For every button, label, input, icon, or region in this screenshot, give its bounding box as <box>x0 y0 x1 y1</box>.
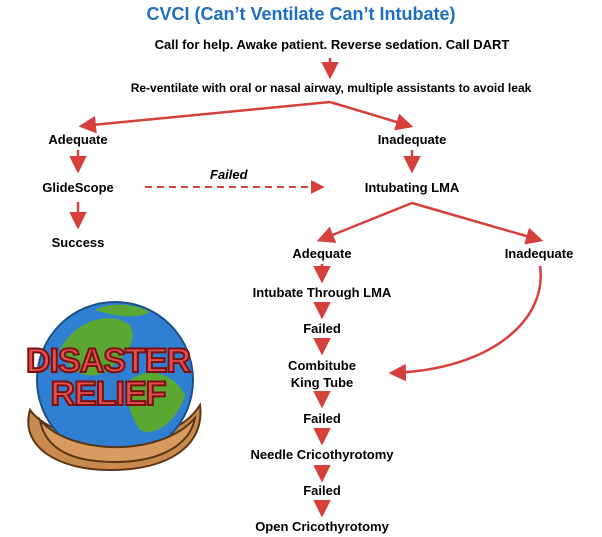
needle-cricothyrotomy: Needle Cricothyrotomy <box>250 447 394 462</box>
failed-node-2: Failed <box>303 411 341 426</box>
glidescope-node: GlideScope <box>42 180 114 195</box>
globe-in-hands-icon <box>27 301 202 472</box>
diagram-title: CVCI (Can’t Ventilate Can’t Intubate) <box>146 4 456 24</box>
step-reventilate: Re-ventilate with oral or nasal airway, … <box>130 81 532 95</box>
arrow-to-left-adequate <box>78 100 331 134</box>
lma-inadequate: Inadequate <box>504 246 574 261</box>
combitube-node: Combitube <box>288 358 356 373</box>
arrow-lma-adequate <box>316 201 413 243</box>
failed-node-1: Failed <box>303 321 341 336</box>
lma-adequate: Adequate <box>292 246 352 261</box>
success-node: Success <box>51 235 105 250</box>
right-inadequate: Inadequate <box>377 132 447 147</box>
arrow-lma-inadequate <box>411 201 544 245</box>
failed-node-3: Failed <box>303 483 341 498</box>
arrow-inadequate-combitube <box>388 265 542 382</box>
failed-dashed-label: Failed <box>210 167 248 182</box>
step-call-for-help: Call for help. Awake patient. Reverse se… <box>154 37 510 52</box>
king-tube-node: King Tube <box>290 375 354 390</box>
open-cricothyrotomy: Open Cricothyrotomy <box>255 519 389 534</box>
arrow-to-right-inadequate <box>329 100 414 131</box>
intubating-lma-node: Intubating LMA <box>364 180 460 195</box>
left-adequate: Adequate <box>48 132 108 147</box>
intubate-through-lma: Intubate Through LMA <box>252 285 392 300</box>
